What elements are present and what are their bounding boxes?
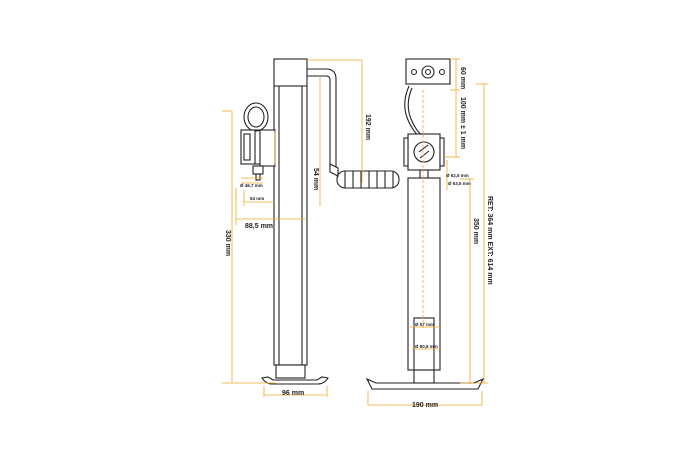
dim-label-ret-ext: RET: 364 mm EXT: 614 mm: [486, 196, 493, 285]
dim-label-54-detail: 54 mm: [250, 196, 264, 201]
dim-label-330: 330 mm: [224, 230, 231, 256]
inner-tube: [278, 85, 303, 366]
foot-plate: [261, 376, 329, 385]
clamp-screw: [413, 141, 435, 163]
crank-arm: [304, 68, 337, 171]
left-side-view: 192 mm 54 mm Ø 46,7 mm 54 mm 88,5 mm 330…: [222, 58, 400, 397]
dim-label-88: 88,5 mm: [245, 223, 273, 230]
dim-label-60: 60 mm: [459, 67, 466, 89]
foot-plate-front: [365, 377, 485, 390]
dim-label-d508: Ø 50,8 mm: [415, 344, 438, 349]
dim-label-54: 54 mm: [312, 168, 319, 190]
clamp-detail: [240, 102, 276, 181]
right-front-view: 60 mm 100 mm ± 1 mm Ø 62,5 mm Ø 63,5 mm …: [365, 58, 493, 409]
dim-label-d635: Ø 63,5 mm: [448, 181, 471, 186]
dim-label-192: 192 mm: [364, 114, 371, 140]
dim-label-100: 100 mm ± 1 mm: [459, 97, 466, 149]
crank-shaft: [329, 163, 339, 177]
dim-label-d57: Ø 57 mm: [415, 322, 434, 327]
dim-label-d625: Ø 62,5 mm: [446, 173, 469, 178]
dim-label-detail-a: Ø 46,7 mm: [240, 183, 263, 188]
crank-grip: [336, 170, 400, 189]
dim-label-96: 96 mm: [282, 390, 304, 397]
dim-label-190: 190 mm: [412, 402, 438, 409]
dim-label-350: 350 mm: [472, 218, 479, 244]
